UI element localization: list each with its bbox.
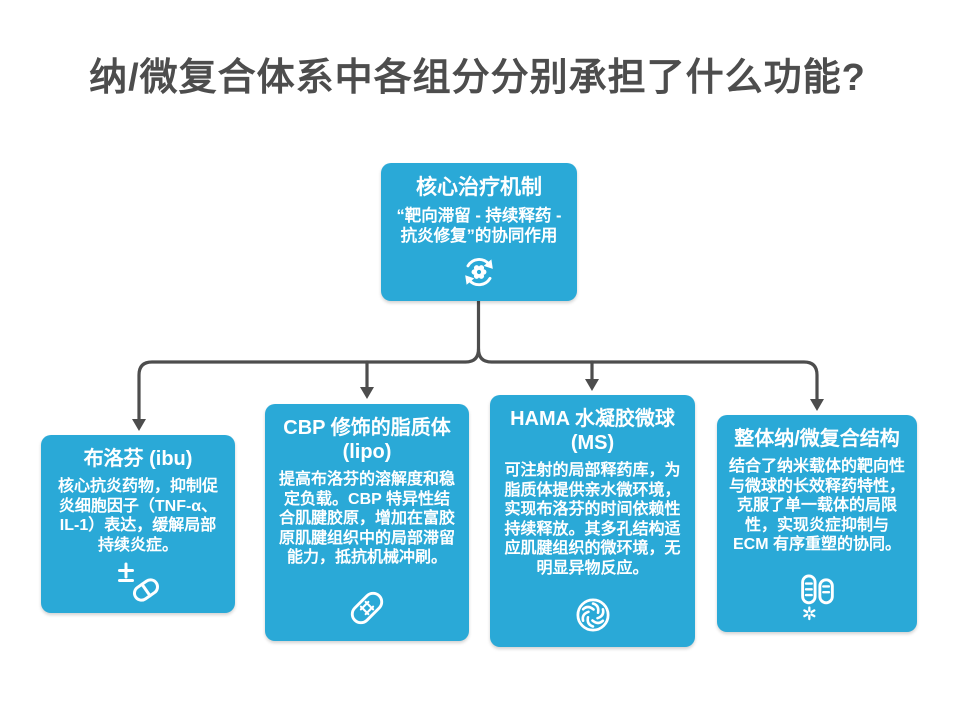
sync-gear-icon <box>457 246 501 294</box>
child-node-card-lipo: CBP 修饰的脂质体 (lipo) 提高布洛芬的溶解度和稳定负载。CBP 特异性… <box>265 404 469 641</box>
child-node-body: 结合了纳米载体的靶向性与微球的长效释药特性，克服了单一载体的局限性，实现炎症抑制… <box>729 458 906 554</box>
child-node-title: CBP 修饰的脂质体 (lipo) <box>283 417 451 463</box>
child-node-card-composite: 整体纳/微复合结构 结合了纳米载体的靶向性与微球的长效释药特性，克服了单一载体的… <box>717 415 917 632</box>
root-node-card: 核心治疗机制 “靶向滞留 - 持续释药 - 抗炎修复”的协同作用 <box>381 163 577 301</box>
pill-plus-minus-icon <box>112 555 164 607</box>
root-node-body: “靶向滞留 - 持续释药 - 抗炎修复”的协同作用 <box>396 207 562 246</box>
swirl-knot-icon <box>571 587 615 639</box>
child-node-body: 提高布洛芬的溶解度和稳定负载。CBP 特异性结合肌腱胶原，增加在富胶原肌腱组织中… <box>278 471 455 567</box>
child-node-body: 核心抗炎药物，抑制促炎细胞因子（TNF-α、IL-1）表达，缓解局部持续炎症。 <box>57 478 218 554</box>
diagram-title: 纳/微复合体系中各组分分别承担了什么功能? <box>89 57 866 99</box>
root-node-title: 核心治疗机制 <box>416 176 542 199</box>
child-node-title: 整体纳/微复合结构 <box>734 428 900 450</box>
branch-lines <box>137 298 819 422</box>
pills-sparkle-icon <box>794 566 840 624</box>
child-node-card-ms: HAMA 水凝胶微球 (MS) 可注射的局部释药库，为脂质体提供亲水微环境，实现… <box>490 395 695 647</box>
child-node-body: 可注射的局部释药库，为脂质体提供亲水微环境，实现布洛芬的时间依赖性持续释放。其多… <box>504 462 681 577</box>
child-node-title: 布洛芬 (ibu) <box>83 448 193 470</box>
bandage-icon <box>344 579 390 633</box>
child-node-title: HAMA 水凝胶微球 (MS) <box>510 408 675 454</box>
child-node-card-ibu: 布洛芬 (ibu) 核心抗炎药物，抑制促炎细胞因子（TNF-α、IL-1）表达，… <box>41 435 235 613</box>
